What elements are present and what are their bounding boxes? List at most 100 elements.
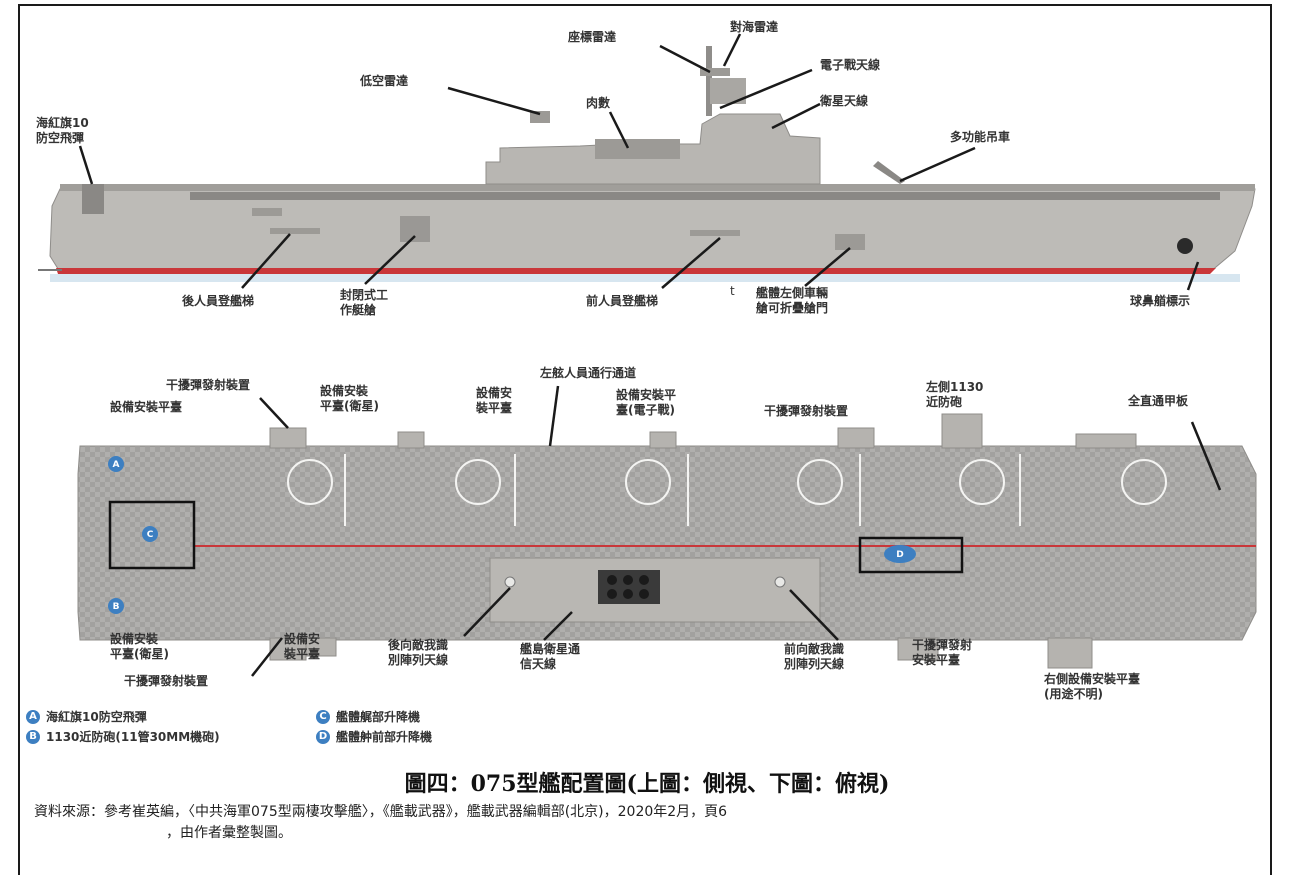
label-island-sat: 艦島衛星通信天線 [520,642,581,671]
sponson-bottom-3 [897,637,939,661]
leader-rear-iff [463,587,511,637]
vls-hatches [607,575,649,599]
sponson-top-5 [1075,433,1137,449]
flight-deck-edge [60,184,1255,191]
deck-markers [108,456,916,614]
vls-hatch [639,589,649,599]
leader-hq10 [78,145,94,185]
leader-ew [719,68,813,110]
figure-title: 圖四：075型艦配置圖(上圖：側視、下圖：俯視) [404,771,890,797]
boat-bay-1 [252,208,282,216]
leader-left-door [804,247,851,287]
leader-closed-boat [364,235,416,285]
leader-flight-deck [1190,421,1222,491]
label-ew-antenna: 電子戰天線 [820,58,881,72]
leader-island-sat [543,611,573,641]
vls-hatch [639,575,649,585]
marker-letters: A C B D [113,460,904,612]
heli-spot-4 [797,459,843,505]
label-coord-radar: 座標雷達 [568,30,617,44]
legend-text-c: 艦體艉部升降機 [336,710,421,724]
closed-boat-bay [400,216,430,242]
label-left-door: 艦體左側車輛艙可折疊艙門 [756,286,829,315]
label-jammer-platform: 干擾彈發射安裝平臺 [912,638,973,667]
leader-sea-radar [722,33,742,67]
label-jammer-1: 干擾彈發射裝置 [166,378,251,392]
label-equip-platform-sat-b: 設備安裝平臺(衛星) [110,632,169,661]
rear-iff-dome [504,576,516,588]
leader-jammer-3 [251,637,283,677]
leader-coord-radar [659,44,711,74]
vls-hatch [607,575,617,585]
vls-hatch [623,589,633,599]
leader-sat [771,102,821,130]
sponson-bottom-2 [305,637,337,657]
front-ladder-opening [690,230,740,236]
marker-a [108,456,124,472]
label-rear-iff: 後向敵我識別陣列天線 [388,638,449,667]
legend-item-b: B 1130近防砲(11管30MM機砲) [26,728,220,745]
label-closed-boat: 封閉式工作艇艙 [340,288,389,317]
flight-deck [77,445,1257,641]
leader-front-iff [789,589,839,641]
top-leader-lines [251,385,1222,677]
hangar-gallery [190,192,1220,200]
vls-cells [598,570,660,604]
vls-hatch [607,589,617,599]
label-crane: 多功能吊車 [950,130,1011,144]
legend-item-d: D 艦體舯前部升降機 [316,728,432,745]
rear-ladder-opening [270,228,320,234]
leader-rear-ladder [241,233,291,289]
label-equip-platform-ew: 設備安裝平臺(電子戰) [616,388,677,417]
leader-crane [899,146,976,183]
marker-d [884,545,916,563]
hq10-launcher [82,184,104,214]
label-bulbous-bow: 球鼻艏標示 [1130,294,1191,308]
caption-panel: 圖四：075型艦配置圖(上圖：側視、下圖：俯視) 資料來源：參考崔英編，〈中共海… [18,760,1272,875]
label-front-ladder: 前人員登艦梯 [586,294,659,308]
vehicle-door [835,234,865,250]
sponson-bottom-4 [1047,637,1093,669]
label-low-air-radar: 低空雷達 [360,74,409,88]
legend-badge-d: D [316,729,330,744]
front-iff-dome [774,576,786,588]
leader-jammer-1 [259,397,289,429]
helicopter-spots [287,454,1167,526]
sponson-top-ciws [941,413,983,449]
marker-a-letter: A [113,460,120,470]
sponson-top-3 [649,431,677,449]
label-rear-ladder: 後人員登艦梯 [182,294,255,308]
label-flight-deck: 全直通甲板 [1128,394,1189,408]
vls-hatch [623,575,633,585]
label-vls: 肉數 [586,96,611,110]
label-left-walkway: 左舷人員通行通道 [540,366,637,380]
legend-badge-b: B [26,729,40,744]
label-jammer-3: 干擾彈發射裝置 [124,674,209,688]
legend-text-a: 海紅旗10防空飛彈 [46,710,147,724]
marker-d-letter: D [896,550,903,560]
leader-front-ladder [661,237,721,289]
mid-elevator-box [858,536,964,574]
label-sat-antenna: 衛星天線 [820,94,869,108]
sponson-top-4 [837,427,875,449]
bulbous-bow-mark [1177,238,1193,254]
label-right-platform: 右側設備安裝平臺(用途不明) [1044,672,1141,701]
red-boot-topping [56,268,1216,274]
crane-arm [873,161,905,184]
figure-source: 資料來源：參考崔英編，〈中共海軍075型兩棲攻擊艦〉，《艦載武器》，艦載武器編輯… [34,802,1264,844]
sponson-top-1 [269,427,307,449]
heli-spot-3 [625,459,671,505]
stern-elevator-box [108,500,196,570]
label-equip-platform-sat: 設備安裝平臺(衛星) [320,384,379,413]
label-jammer-2: 干擾彈發射裝置 [764,404,849,418]
legend-item-a: A 海紅旗10防空飛彈 [26,708,147,725]
legend-text-b: 1130近防砲(11管30MM機砲) [46,730,220,744]
leader-walkway [548,385,560,447]
label-equip-platform-2: 設備安裝平臺 [476,386,513,415]
top-view-drawing: A C B D [77,385,1257,677]
legend-text-d: 艦體舯前部升降機 [336,730,433,744]
leader-bulbous-bow [1186,261,1200,291]
low-air-radar-mount [530,111,550,123]
